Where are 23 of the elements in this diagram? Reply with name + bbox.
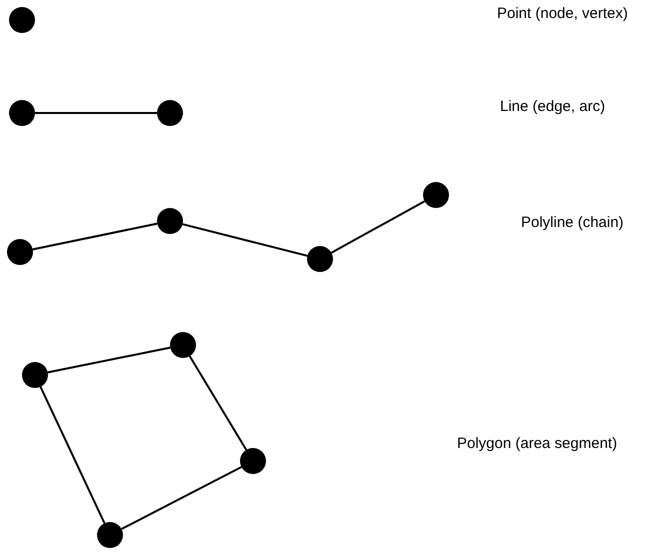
line-segment <box>35 112 157 114</box>
point-dot <box>9 7 35 33</box>
geometry-type-label: Point (node, vertex) <box>497 5 628 22</box>
line-segment <box>48 346 170 374</box>
line-segment <box>188 356 248 450</box>
point-dot <box>97 522 123 548</box>
geometry-type-label: Line (edge, arc) <box>500 98 606 115</box>
line-segment <box>182 223 308 257</box>
point-dot <box>170 332 196 358</box>
point-dot <box>157 208 183 234</box>
point-dot <box>240 448 266 474</box>
point-dot <box>307 246 333 272</box>
line-segment <box>330 200 426 254</box>
line-segment <box>32 222 158 250</box>
point-dot <box>7 239 33 265</box>
point-dot <box>9 100 35 126</box>
line-segment <box>40 386 106 524</box>
line-segment <box>121 466 242 530</box>
point-dot <box>157 100 183 126</box>
point-dot <box>423 182 449 208</box>
point-dot <box>22 362 48 388</box>
geometry-type-label: Polyline (chain) <box>521 214 624 231</box>
geometry-type-label: Polygon (area segment) <box>457 435 618 452</box>
